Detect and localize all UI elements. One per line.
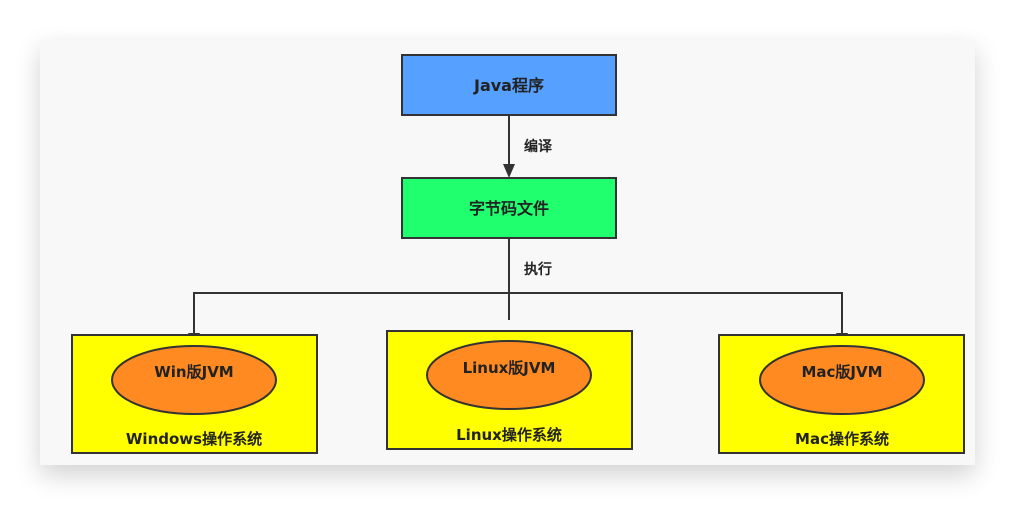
os-mac-label: Mac操作系统 xyxy=(795,430,889,448)
os-linux-label: Linux操作系统 xyxy=(456,426,562,444)
edge-execute-branch xyxy=(193,292,843,345)
jvm-mac xyxy=(759,345,925,415)
os-windows-label: Windows操作系统 xyxy=(126,430,262,448)
node-windows-os: Win版JVM Windows操作系统 xyxy=(71,334,318,454)
node-java-label: Java程序 xyxy=(473,76,544,95)
node-mac-os: Mac版JVM Mac操作系统 xyxy=(718,334,965,454)
arrow-head-compile xyxy=(503,164,515,178)
node-java-program: Java程序 xyxy=(401,54,617,116)
edge-label-compile: 编译 xyxy=(524,138,553,155)
jvm-mac-label: Mac版JVM xyxy=(801,363,882,381)
node-bytecode-file: 字节码文件 xyxy=(401,177,617,239)
edge-label-execute: 执行 xyxy=(524,261,552,278)
jvm-linux-label: Linux版JVM xyxy=(463,359,556,377)
node-bytecode-label: 字节码文件 xyxy=(469,199,549,218)
jvm-windows xyxy=(111,345,277,415)
node-linux-os: Linux版JVM Linux操作系统 xyxy=(386,330,633,450)
jvm-linux xyxy=(426,340,592,410)
jvm-windows-label: Win版JVM xyxy=(154,363,233,381)
